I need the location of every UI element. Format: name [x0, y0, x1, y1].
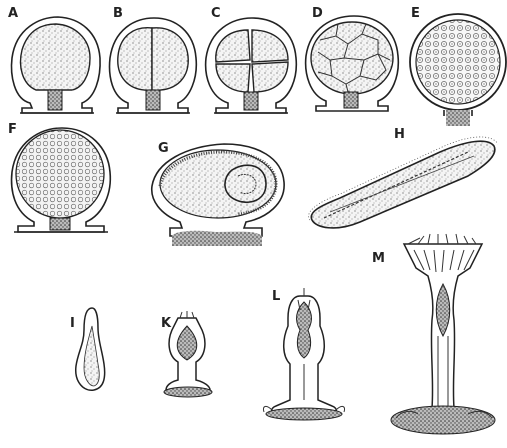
panel-e-label: E [411, 6, 420, 21]
panel-f: F [8, 122, 110, 232]
panel-l-label: L [272, 289, 280, 304]
panel-i-label: I [70, 316, 75, 331]
panel-b: B [110, 6, 197, 113]
panel-m: M [372, 234, 495, 434]
panel-g-label: G [158, 141, 169, 156]
panel-d: D [306, 6, 399, 111]
panel-m-label: M [372, 251, 385, 266]
panel-c-label: C [211, 6, 221, 21]
panel-f-label: F [8, 122, 17, 137]
panel-e: E [410, 6, 506, 126]
panel-a: A [8, 6, 100, 113]
panel-b-label: B [113, 6, 123, 21]
panel-h-label: H [394, 127, 405, 142]
panel-c: C [206, 6, 297, 113]
panel-a-label: A [8, 6, 18, 21]
panel-h: H [309, 127, 498, 228]
panel-l: L [263, 288, 344, 420]
panel-g: G [152, 141, 284, 246]
panel-k: K [161, 311, 212, 397]
panel-i: I [70, 308, 105, 390]
panel-d-label: D [312, 6, 323, 21]
panel-k-label: K [161, 316, 172, 331]
